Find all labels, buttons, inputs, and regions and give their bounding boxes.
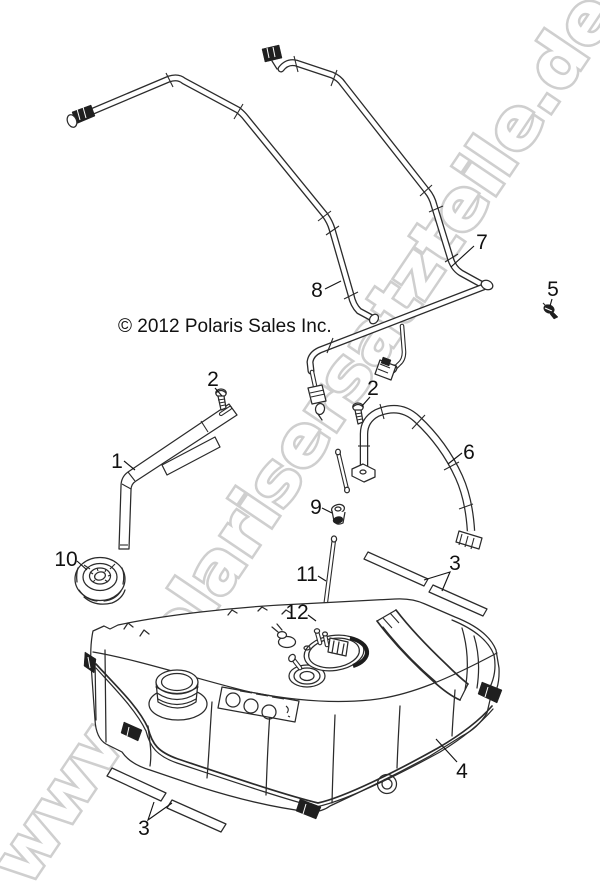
vent-tube-11 xyxy=(321,535,338,613)
tank-vent-fitting-icon xyxy=(271,623,297,649)
callout-3-bottom: 3 xyxy=(138,817,150,840)
callout-11: 11 xyxy=(296,563,318,586)
tank-strap-right-6 xyxy=(351,403,483,550)
screw-2-left-icon xyxy=(215,388,227,411)
line-art xyxy=(66,44,559,833)
vent-fitting-icon xyxy=(261,44,283,70)
bushing-9-icon xyxy=(330,503,346,525)
callout-7: 7 xyxy=(476,231,488,254)
tank-strap-left-1 xyxy=(118,403,238,550)
vent-manifold-tube xyxy=(306,279,494,421)
screw-2-right-icon xyxy=(352,402,364,425)
fuel-vent-line-8 xyxy=(66,72,380,325)
warning-label-icon xyxy=(217,686,300,723)
fuel-tank-4 xyxy=(83,598,503,820)
callout-6: 6 xyxy=(463,441,475,464)
fuel-pump-icon xyxy=(303,628,370,672)
sender-flange-icon xyxy=(288,653,326,688)
callout-2-left: 2 xyxy=(207,368,219,391)
callout-12: 12 xyxy=(285,601,308,624)
adhesive-strips-3-mid xyxy=(363,551,488,617)
callout-2-right: 2 xyxy=(367,377,379,400)
filler-neck-icon xyxy=(148,669,208,721)
callout-5: 5 xyxy=(547,278,559,301)
fuel-vent-line-7 xyxy=(261,44,485,288)
fuel-cap-10 xyxy=(74,556,126,605)
callout-9: 9 xyxy=(310,496,322,519)
callout-4: 4 xyxy=(456,760,468,783)
inline-connector-icon xyxy=(307,369,327,421)
drop-stub-connector-icon xyxy=(374,323,407,381)
foam-strip-under-strap xyxy=(161,436,221,476)
callouts: 1 2 2 3 3 4 5 6 7 8 9 10 11 12 xyxy=(54,231,559,840)
strap-saddle-icon xyxy=(376,609,469,701)
hose-clamp-icon xyxy=(66,104,96,128)
callout-1: 1 xyxy=(111,450,123,473)
vent-hose-segment xyxy=(334,448,351,494)
corner-pad-icon xyxy=(83,651,503,820)
callout-10: 10 xyxy=(54,548,77,571)
screw-5-icon xyxy=(542,302,559,320)
copyright-text: © 2012 Polaris Sales Inc. xyxy=(118,316,332,337)
callout-3-mid: 3 xyxy=(449,552,461,575)
strap-foot-pad-icon xyxy=(455,530,483,550)
callout-8: 8 xyxy=(311,279,323,302)
